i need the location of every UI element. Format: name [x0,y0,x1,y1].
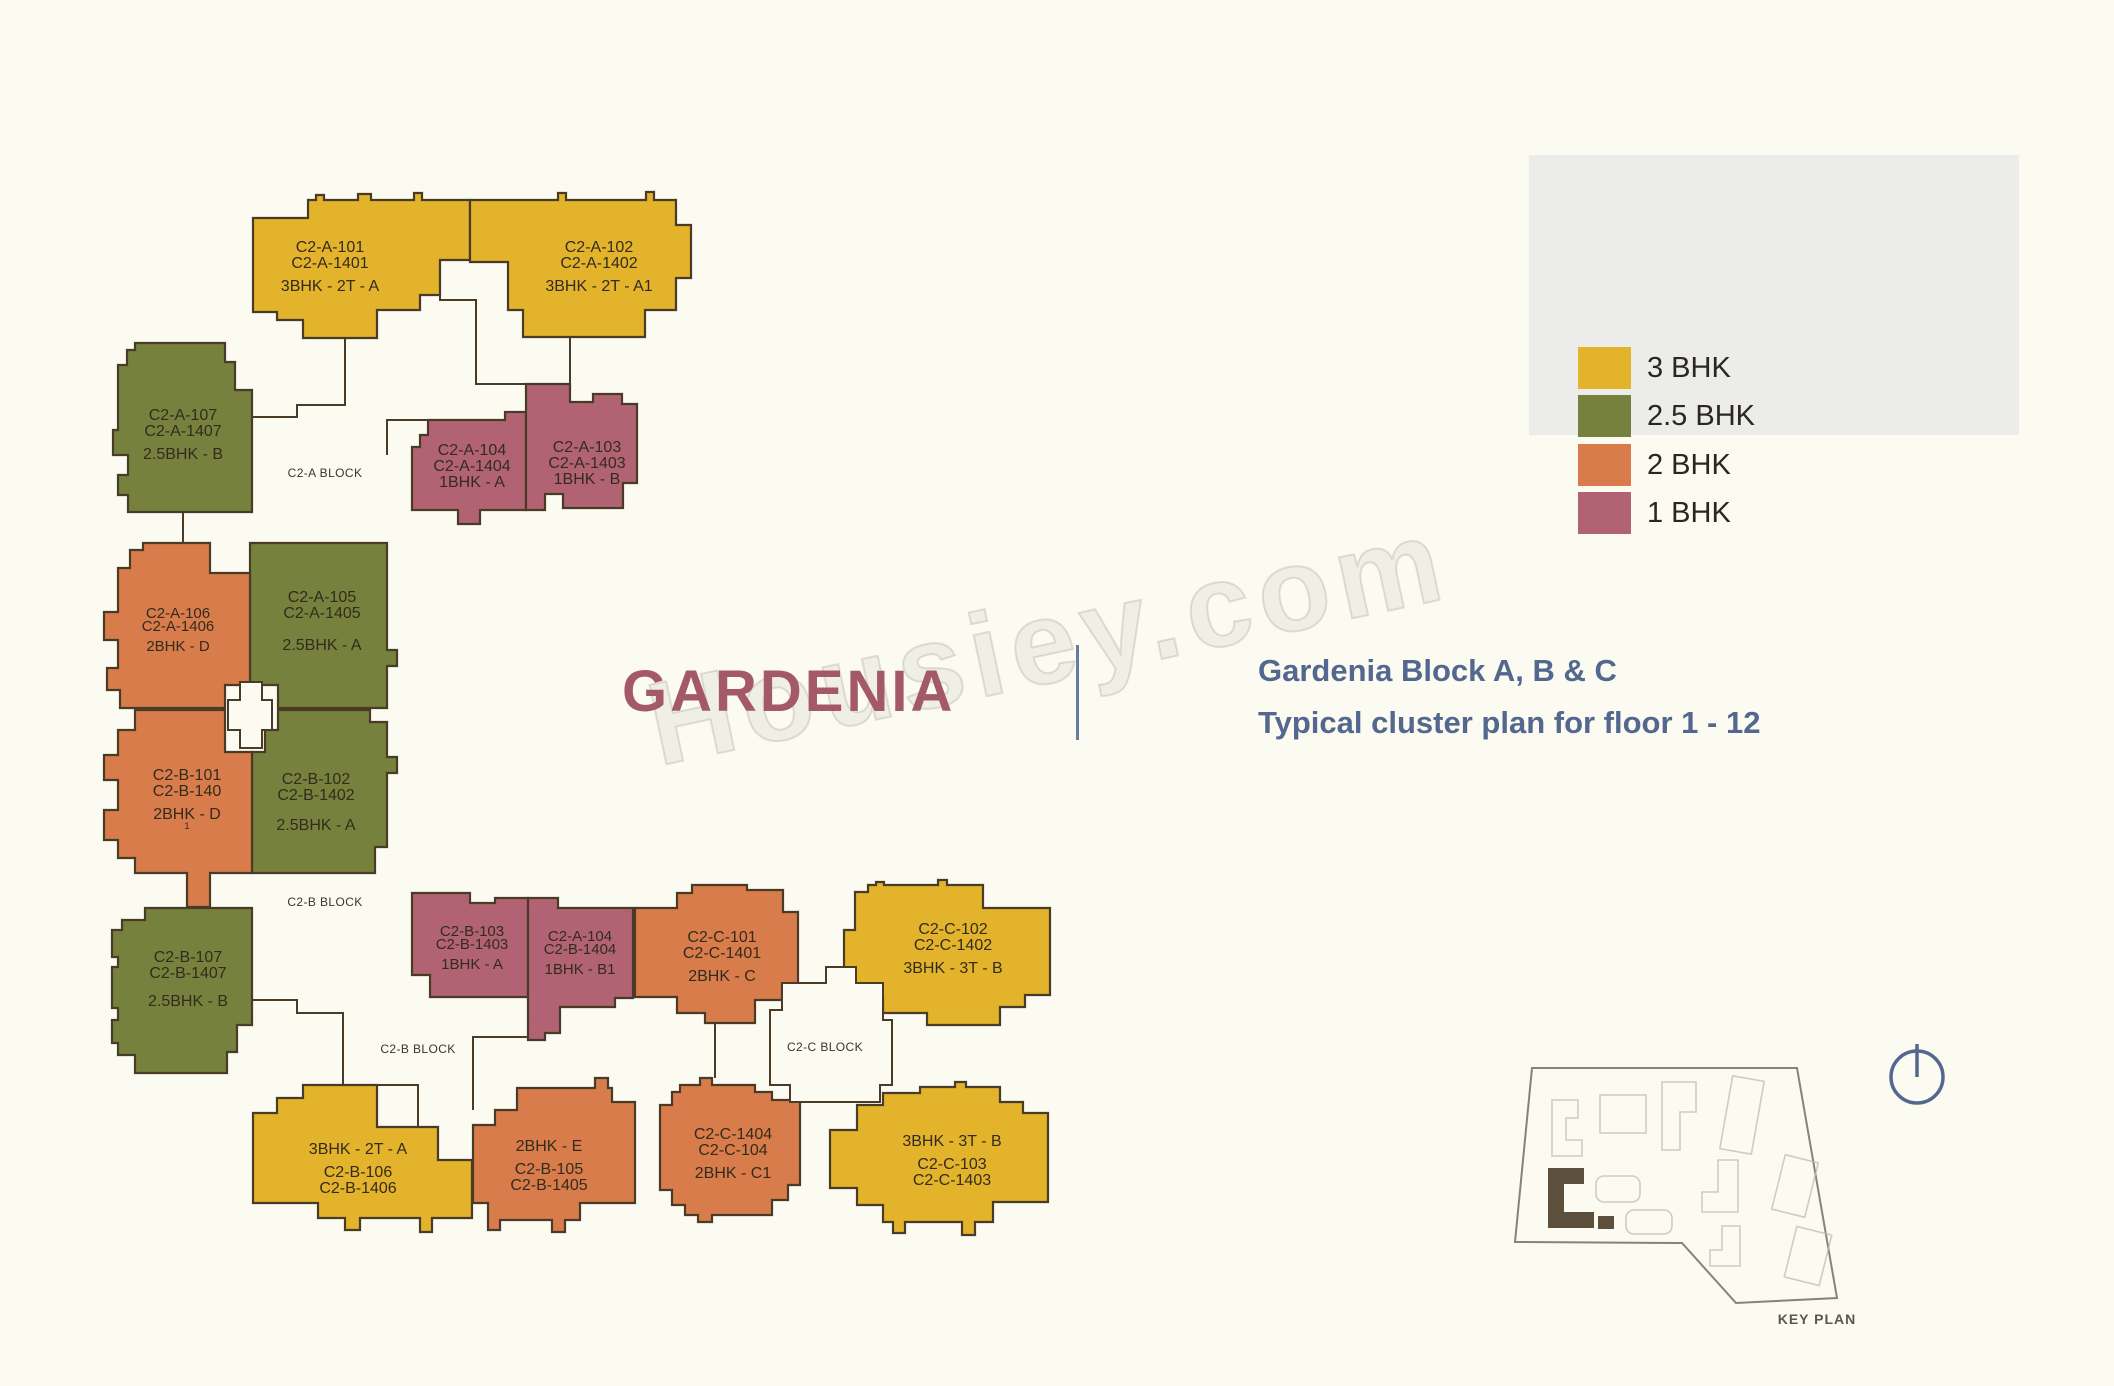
block-label-c2a: C2-A BLOCK [287,466,363,480]
legend-item-2bhk: 2 BHK [1578,444,1731,486]
corridor-line [472,1036,527,1110]
unit-label-c2-b-106: 3BHK - 2T - A C2-B-106 C2-B-1406 [308,1141,408,1197]
legend-label: 3 BHK [1647,351,1731,384]
unit-label-c2-c-101: C2-C-101 C2-C-1401 2BHK - C [682,929,762,985]
legend-swatch-1bhk [1578,492,1631,534]
page-title: GARDENIA [622,659,956,724]
unit-label-c2-b-105: 2BHK - E C2-B-105 C2-B-1405 [510,1138,588,1194]
key-plan-label: KEY PLAN [1777,1311,1857,1327]
unit-shape-c2-a-103 [524,382,639,512]
corridor-line [252,338,346,418]
plan-subtitle: Gardenia Block A, B & C Typical cluster … [1258,645,1760,749]
corridor-line [252,999,377,1086]
unit-shape-c2-b-106 [251,1083,474,1234]
unit-shape-c2-a-104 [410,410,528,526]
unit-shape-c2-a-106 [102,541,252,710]
unit-label-c2-c-103: 3BHK - 3T - B C2-C-103 C2-C-1403 [902,1133,1002,1189]
key-plan [1513,1044,1945,1305]
unit-label-c2-a-104: C2-A-104 C2-A-1404 1BHK - A [433,442,511,491]
block-label-c2b-2: C2-B BLOCK [380,1042,456,1056]
unit-label-c2-b-103: C2-B-103 C2-B-1403 1BHK - A [435,923,509,973]
corridor-line [439,262,571,385]
legend-label: 2.5 BHK [1647,399,1755,432]
legend-label: 1 BHK [1647,496,1731,529]
block-label-c2c: C2-C BLOCK [786,1040,864,1054]
unit-shape-c2-b-104 [526,896,635,1042]
title-divider [1076,645,1079,740]
unit-label-c2-b-102: C2-B-102 C2-B-1402 2.5BHK - A [276,771,356,834]
unit-shape-c2-a-107 [111,341,254,514]
courtyard-b-block [227,681,273,749]
unit-label-c2-b-101: C2-B-101 C2-B-140 2BHK - D 1 [152,767,222,831]
legend-item-1bhk: 1 BHK [1578,492,1731,534]
legend-item-3bhk: 3 BHK [1578,347,1731,389]
unit-label-c2-b-107: C2-B-107 C2-B-1407 2.5BHK - B [147,949,229,1010]
legend: 3 BHK 2.5 BHK 2 BHK 1 BHK [1529,155,2019,534]
unit-shape-c2-c-101 [633,883,800,1025]
unit-label-c2-a-105: C2-A-105 C2-A-1405 2.5BHK - A [282,589,362,654]
unit-shape-c2-c-104 [658,1076,802,1224]
corridor-line [386,419,428,455]
unit-shape-c2-c-103 [828,1080,1050,1237]
unit-shape-c2-a-101 [251,191,472,340]
unit-shape-c2-b-107 [110,906,254,1075]
legend-swatch-2bhk [1578,444,1631,486]
unit-shape-c2-b-102 [250,708,399,875]
subtitle-line2: Typical cluster plan for floor 1 - 12 [1258,705,1761,740]
unit-label-c2-a-107: C2-A-107 C2-A-1407 2.5BHK - B [142,407,224,463]
unit-label-c2-a-103: C2-A-103 C2-A-1403 1BHK - B [548,439,626,488]
legend-swatch-3bhk [1578,347,1631,389]
unit-shape-c2-b-105 [471,1076,637,1234]
legend-item-25bhk: 2.5 BHK [1578,395,1755,437]
key-plan-highlight [1548,1168,1614,1229]
unit-label-c2-a-102: C2-A-102 C2-A-1402 3BHK - 2T - A1 [545,239,653,295]
unit-label-c2-b-104: C2-A-104 C2-B-1404 1BHK - B1 [543,928,617,978]
unit-label-c2-a-101: C2-A-101 C2-A-1401 3BHK - 2T - A [280,239,380,295]
key-plan-boundary [1513,1067,1839,1305]
subtitle-line1: Gardenia Block A, B & C [1258,653,1617,688]
unit-label-c2-c-102: C2-C-102 C2-C-1402 3BHK - 3T - B [903,921,1003,977]
unit-label-c2-a-106: C2-A-106 C2-A-1406 2BHK - D [141,605,215,655]
unit-shape-c2-a-102 [468,190,693,339]
unit-shape-c2-a-105 [248,541,399,710]
block-label-c2b: C2-B BLOCK [287,895,363,909]
unit-label-c2-c-104: C2-C-1404 C2-C-104 2BHK - C1 [693,1126,773,1182]
legend-swatch-25bhk [1578,395,1631,437]
unit-shape-c2-b-101 [102,708,254,909]
legend-label: 2 BHK [1647,448,1731,481]
corridor-line [377,1084,419,1127]
courtyard-c-block [769,966,893,1103]
